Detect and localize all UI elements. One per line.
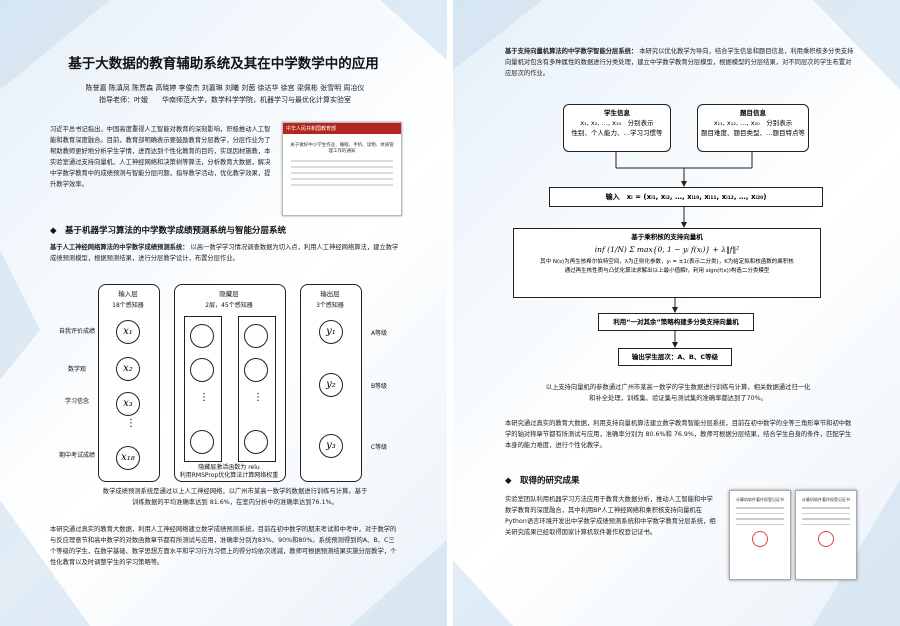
student-info-title: 学生信息 bbox=[604, 109, 630, 117]
hidden-layer-title: 隐藏层 bbox=[219, 290, 239, 298]
section1-heading-text: 基于机器学习算法的中学数学成绩预测系统与智能分层系统 bbox=[65, 226, 287, 236]
ann-subheading: 基于人工神经网络算法的中学数学成绩预测系统： bbox=[50, 244, 189, 251]
output-label-c: C等级 bbox=[370, 444, 388, 451]
output-node-3: y₃ bbox=[319, 434, 343, 458]
kernel-svm-formula: inf (1/N) Σ max{0, 1 − yᵢ f(xᵢ)} + λ‖f‖² bbox=[594, 245, 740, 254]
hidden-node bbox=[190, 358, 214, 382]
hidden-node bbox=[244, 430, 268, 454]
question-info-vars: x₁₁, x₁₂, …, x₂₀ 分别表示 bbox=[713, 119, 793, 127]
question-info-box: 题目信息 x₁₁, x₁₂, …, x₂₀ 分别表示 题目难度、题目类型、…题目… bbox=[697, 104, 809, 152]
seal-icon bbox=[752, 531, 768, 547]
intro-paragraph: 习近平总书记指出，中国高度重视人工智能对教育的深刻影响，积极推动人工智能和教育深… bbox=[50, 126, 271, 188]
input-node-18: x₁₈ bbox=[116, 446, 140, 470]
kernel-svm-title: 基于乘积核的支持向量机 bbox=[631, 233, 703, 241]
input-vector-box: 输入 xᵢ = (xᵢ₁, xᵢ₂, …, xᵢ₁₀, xᵢ₁₁, xᵢ₁₂, … bbox=[549, 187, 823, 207]
input-layer-sub: 18个感知器 bbox=[112, 302, 144, 309]
student-info-box: 学生信息 x₁, x₂, …, x₁₀ 分别表示 性别、个人能力、…学习习惯等 bbox=[563, 104, 671, 152]
hidden-note-activation: 隐藏层激活函数为 relu bbox=[198, 464, 260, 471]
input-layer-title: 输入层 bbox=[118, 290, 138, 298]
kernel-svm-note2: 通过再生核性质与凸优化算法求解出以上最小值解f，利用 sign(f(x))构造二… bbox=[564, 268, 770, 274]
copyright-certificate-2: 计算机软件著作权登记证书 bbox=[795, 490, 857, 580]
results-heading-text: 取得的研究成果 bbox=[520, 476, 580, 486]
page-title: 基于大数据的教育辅助系统及其在中学数学中的应用 bbox=[68, 56, 379, 72]
copyright-certificate-1: 计算机软件著作权登记证书 bbox=[729, 490, 791, 580]
section1-paragraph: 基于人工神经网络算法的中学数学成绩预测系统： 以高一数学学习情况调查数据为切入点… bbox=[50, 242, 400, 264]
certificate-title: 计算机软件著作权登记证书 bbox=[802, 497, 850, 502]
poster-page-right: 基于支持向量机算法的中学数学智能分层系统： 本研究以优化教学为导向，结合学生信息… bbox=[453, 0, 900, 626]
hidden-column-1 bbox=[184, 316, 222, 462]
question-info-title: 题目信息 bbox=[740, 109, 766, 117]
hidden-node bbox=[190, 324, 214, 348]
output-level-box: 输出学生层次：A、B、C等级 bbox=[618, 348, 732, 366]
hidden-ellipsis: ⋮ bbox=[199, 392, 209, 403]
notice-thumbnail: 中华人民共和国教育部 关于做好中小学生作业、睡眠、手机、读物、体质管理工作的通知 bbox=[282, 122, 402, 216]
input-node-1: x₁ bbox=[116, 320, 140, 344]
hidden-note-optimizer: 利用RMSProp优化算法计算网络权重 bbox=[179, 472, 279, 479]
input-label-belief: 学习信念 bbox=[64, 398, 89, 405]
ovr-strategy-box: 利用“一对其余”策略构建多分类支持向量机 bbox=[598, 313, 754, 331]
ministry-header: 中华人民共和国教育部 bbox=[283, 123, 401, 134]
svm-description: 本研究以优化教学为导向，结合学生信息和题目信息，利用乘积核多分类支持向量机对包含… bbox=[505, 48, 854, 77]
output-node-2: y₂ bbox=[319, 373, 343, 397]
svm-caption: 以上支持向量机的参数通过广州市某高一数学的学生数据进行训练与计算，相关数据通过归… bbox=[545, 384, 811, 402]
nn-results-paragraph: 本研究通过真实的教育大数据，利用人工神经网络建立数学成绩预测系统，目前在初中数学… bbox=[50, 526, 397, 566]
poster-page-left: 基于大数据的教育辅助系统及其在中学数学中的应用 陈誉嘉 陈滇凤 陈贾森 高晓婷 … bbox=[0, 0, 447, 626]
student-info-vars: x₁, x₂, …, x₁₀ 分别表示 bbox=[580, 119, 654, 127]
input-ellipsis: ⋮ bbox=[126, 418, 136, 429]
svm-results-paragraph: 本研究通过真实的教育大数据，利用支持向量机算法建立数学教育智能分层系统，目前在初… bbox=[505, 420, 852, 449]
certificate-title: 计算机软件著作权登记证书 bbox=[736, 497, 784, 502]
kernel-svm-box: 基于乘积核的支持向量机 inf (1/N) Σ max{0, 1 − yᵢ f(… bbox=[513, 228, 821, 298]
seal-icon bbox=[818, 531, 834, 547]
input-label-midterm: 期中考试成绩 bbox=[58, 452, 95, 459]
advisor: 指导老师：叶嫒 华南师范大学，数学科学学院，机器学习与最优化计算实验室 bbox=[99, 96, 351, 104]
hidden-ellipsis: ⋮ bbox=[253, 392, 263, 403]
author-list: 陈誉嘉 陈滇凤 陈贾森 高晓婷 李俊杰 刘嘉琳 刘曦 刘茵 徐达华 徐宫 梁佩彬… bbox=[30, 82, 420, 106]
notice-heading: 关于做好中小学生作业、睡眠、手机、读物、体质管理工作的通知 bbox=[290, 143, 394, 154]
output-layer-sub: 3个感知器 bbox=[316, 302, 344, 309]
kernel-svm-note1: 其中 N(s)为再生核希尔伯特空间，λ为正则化参数，yᵢ = ±1(表示二分类)… bbox=[540, 259, 794, 265]
svm-paragraph: 基于支持向量机算法的中学数学智能分层系统： 本研究以优化教学为导向，结合学生信息… bbox=[505, 46, 855, 79]
input-label-self-eval: 自我评价成绩 bbox=[58, 328, 95, 335]
section1-heading: ◆ 基于机器学习算法的中学数学成绩预测系统与智能分层系统 bbox=[50, 226, 287, 236]
question-info-desc: 题目难度、题目类型、…题目特点等 bbox=[701, 129, 805, 137]
output-node-1: y₁ bbox=[319, 320, 343, 344]
hidden-node bbox=[244, 358, 268, 382]
hidden-node bbox=[244, 324, 268, 348]
hidden-node bbox=[190, 430, 214, 454]
authors: 陈誉嘉 陈滇凤 陈贾森 高晓婷 李俊杰 刘嘉琳 刘曦 刘茵 徐达华 徐宫 梁佩彬… bbox=[85, 84, 365, 92]
hidden-layer-sub: 2层，45个感知器 bbox=[205, 302, 253, 309]
input-label-math-view: 数学观 bbox=[67, 366, 86, 373]
input-node-2: x₂ bbox=[116, 357, 140, 381]
hidden-column-2 bbox=[238, 316, 276, 462]
svm-subheading: 基于支持向量机算法的中学数学智能分层系统： bbox=[505, 48, 638, 55]
input-node-3: x₃ bbox=[116, 392, 140, 416]
ann-description: 以高一数学学习情况调查数据为切入点，利用人工神经网络算法，建立数学成绩预测模型，… bbox=[50, 244, 399, 262]
results-paragraph: 实验室团队利用机器学习方法应用于教育大数据分析，推动人工智能和中学数学教育的深度… bbox=[505, 496, 716, 536]
flow-arrows bbox=[615, 151, 753, 348]
output-label-b: B等级 bbox=[370, 383, 388, 390]
nn-caption: 数学成绩预测系统是通过以上人工神经网络，以广州市某高一数学的数据进行训练与计算。… bbox=[102, 488, 368, 506]
output-label-a: A等级 bbox=[370, 330, 388, 337]
output-layer-title: 输出层 bbox=[320, 290, 340, 298]
results-heading: ◆ 取得的研究成果 bbox=[505, 476, 580, 486]
student-info-desc: 性别、个人能力、…学习习惯等 bbox=[571, 129, 663, 137]
